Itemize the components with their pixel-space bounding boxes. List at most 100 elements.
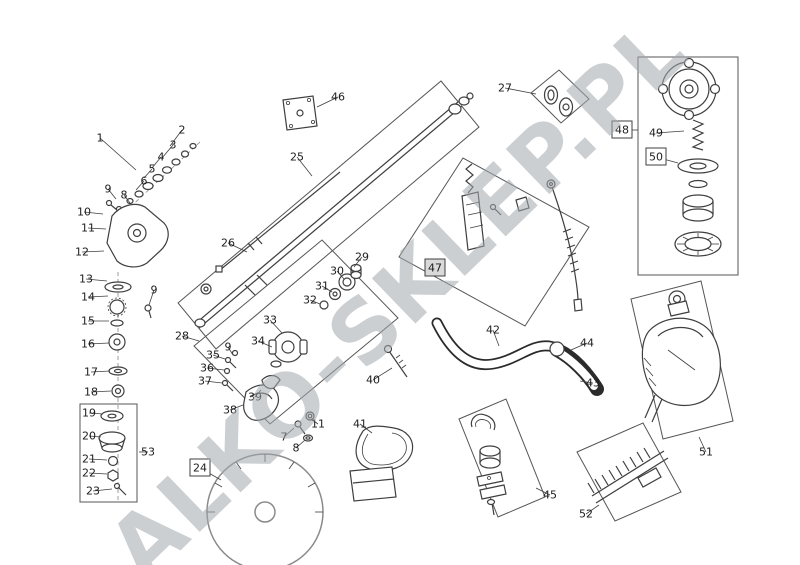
leader-line-32 (309, 299, 321, 305)
part-label-8: 8 (293, 442, 300, 455)
leader-line-36 (206, 367, 225, 371)
leader-line-21 (88, 458, 108, 461)
part-label-9: 9 (151, 284, 158, 297)
leader-line-43 (579, 380, 594, 384)
label-box-48 (611, 120, 633, 139)
leader-line-10 (83, 211, 104, 215)
part-label-40: 40 (366, 374, 380, 387)
leader-line-8 (295, 439, 306, 449)
leader-line-14 (87, 295, 109, 298)
part-label-8: 8 (121, 189, 128, 202)
leader-line-25 (296, 156, 313, 177)
leader-line-40 (372, 367, 393, 381)
leader-line-19 (88, 412, 104, 415)
leader-line-12 (81, 250, 105, 253)
leader-line-9 (227, 346, 234, 356)
part-label-34: 34 (251, 335, 265, 348)
leader-line-17 (90, 370, 111, 373)
part-label-32: 32 (303, 294, 317, 307)
part-label-29: 29 (355, 251, 369, 264)
blade-strip-52 (576, 422, 682, 522)
leader-line-26 (227, 242, 248, 253)
label-box-24 (189, 458, 211, 477)
leader-line-29 (353, 256, 363, 268)
leader-line-30 (336, 270, 345, 280)
leader-line-11 (87, 227, 107, 230)
leader-line-7 (283, 427, 295, 438)
part-label-4: 4 (158, 151, 165, 164)
part-label-24: 24 (193, 462, 207, 475)
part-label-43: 43 (586, 377, 600, 390)
cutting-blade-24 (206, 453, 324, 565)
part-label-45: 45 (543, 489, 557, 502)
leader-line-9 (107, 188, 117, 200)
part-label-48: 48 (615, 124, 629, 137)
part-label-21: 21 (82, 453, 96, 466)
part-label-26: 26 (221, 237, 235, 250)
loose-fasteners (294, 411, 315, 442)
part-label-49: 49 (649, 127, 663, 140)
label-box-50 (645, 147, 667, 166)
part-label-44: 44 (580, 337, 594, 350)
leader-line-20 (88, 435, 102, 438)
part-label-9: 9 (225, 341, 232, 354)
part-label-20: 20 (82, 430, 96, 443)
part-label-25: 25 (290, 151, 304, 164)
leader-line-35 (212, 354, 226, 360)
leader-line-6 (135, 180, 145, 191)
leader-line-49 (655, 130, 685, 134)
part-label-41: 41 (353, 418, 367, 431)
leader-line-38 (229, 404, 244, 411)
part-label-27: 27 (498, 82, 512, 95)
part-label-13: 13 (79, 273, 93, 286)
leader-line-39 (254, 389, 262, 398)
clamp-rings-27 (530, 69, 590, 124)
leader-line-52 (585, 504, 600, 515)
leader-line-22 (88, 472, 108, 475)
part-label-30: 30 (330, 265, 344, 278)
part-label-42: 42 (486, 324, 500, 337)
leader-line-51 (698, 436, 707, 453)
part-label-23: 23 (86, 485, 100, 498)
leader-line-44 (570, 342, 588, 351)
part-label-6: 6 (141, 175, 148, 188)
part-label-9: 9 (105, 183, 112, 196)
leader-line-13 (85, 278, 108, 282)
leader-line-28 (181, 335, 200, 342)
leader-line-42 (492, 329, 500, 347)
leader-line-16 (87, 342, 110, 345)
part-label-18: 18 (84, 386, 98, 399)
leader-line-31 (321, 285, 333, 293)
part-label-19: 19 (82, 407, 96, 420)
part-label-16: 16 (81, 338, 95, 351)
leader-line-18 (90, 390, 112, 393)
throttle-cable-assembly (398, 157, 590, 327)
part-label-14: 14 (81, 291, 95, 304)
leader-line-27 (504, 87, 537, 95)
gearhead-assembly (79, 141, 201, 503)
part-label-17: 17 (84, 366, 98, 379)
leader-line-4 (151, 156, 162, 169)
part-label-52: 52 (579, 508, 593, 521)
trimmer-head-assembly (637, 56, 739, 276)
part-label-35: 35 (206, 349, 220, 362)
leader-line-2 (169, 129, 183, 147)
leader-line-37 (204, 380, 223, 384)
clamp-assembly-45 (458, 398, 546, 518)
part-label-3: 3 (170, 139, 177, 152)
screw-40 (383, 344, 408, 378)
part-label-51: 51 (699, 446, 713, 459)
leader-line-45 (535, 487, 551, 496)
hanger-strap-41 (349, 425, 414, 502)
leader-line-33 (269, 319, 283, 334)
leader-line-41 (359, 423, 373, 434)
part-label-1: 1 (97, 132, 104, 145)
part-label-33: 33 (263, 314, 277, 327)
handlebar-assembly (431, 317, 604, 396)
leader-line-8 (123, 194, 131, 204)
leader-line-3 (161, 144, 174, 159)
part-label-36: 36 (200, 362, 214, 375)
part-label-11: 11 (81, 222, 95, 235)
part-label-28: 28 (175, 330, 189, 343)
